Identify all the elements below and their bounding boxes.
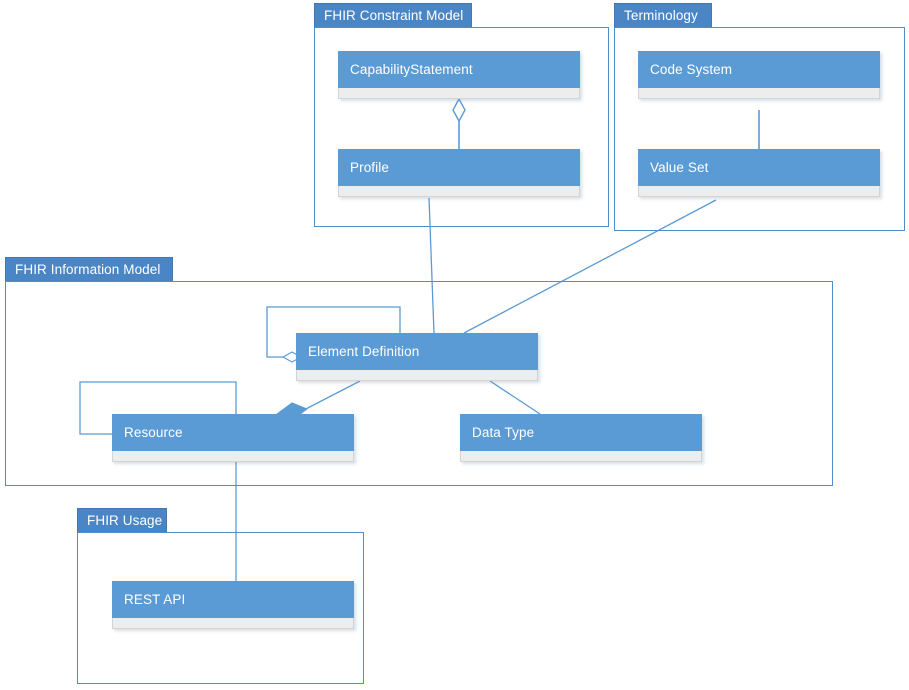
package-fhir-constraint-model[interactable]: FHIR Constraint Model — [314, 3, 609, 227]
class-rest-api[interactable]: REST API — [112, 581, 354, 629]
class-name-label: Value Set — [638, 149, 880, 186]
package-body — [77, 532, 364, 684]
package-fhir-information-model[interactable]: FHIR Information Model — [5, 257, 833, 486]
class-code-system[interactable]: Code System — [638, 51, 880, 99]
class-attributes-compartment — [112, 451, 354, 462]
class-attributes-compartment — [296, 370, 538, 381]
package-body — [5, 281, 833, 486]
package-tab-label: Terminology — [614, 3, 712, 28]
class-name-label: REST API — [112, 581, 354, 618]
class-capability-statement[interactable]: CapabilityStatement — [338, 51, 580, 99]
class-attributes-compartment — [112, 618, 354, 629]
class-attributes-compartment — [638, 88, 880, 99]
class-attributes-compartment — [638, 186, 880, 197]
package-fhir-usage[interactable]: FHIR Usage — [77, 508, 364, 684]
package-terminology[interactable]: Terminology — [614, 3, 905, 231]
class-attributes-compartment — [460, 451, 702, 462]
class-attributes-compartment — [338, 186, 580, 197]
class-element-definition[interactable]: Element Definition — [296, 333, 538, 381]
class-resource[interactable]: Resource — [112, 414, 354, 462]
class-name-label: Element Definition — [296, 333, 538, 370]
class-name-label: Profile — [338, 149, 580, 186]
class-attributes-compartment — [338, 88, 580, 99]
package-tab-label: FHIR Constraint Model — [314, 3, 472, 28]
package-tab-label: FHIR Usage — [77, 508, 167, 533]
class-name-label: Resource — [112, 414, 354, 451]
class-name-label: Code System — [638, 51, 880, 88]
package-body — [614, 27, 905, 231]
class-profile[interactable]: Profile — [338, 149, 580, 197]
package-body — [314, 27, 609, 227]
package-tab-label: FHIR Information Model — [5, 257, 173, 282]
class-value-set[interactable]: Value Set — [638, 149, 880, 197]
class-name-label: CapabilityStatement — [338, 51, 580, 88]
class-name-label: Data Type — [460, 414, 702, 451]
class-data-type[interactable]: Data Type — [460, 414, 702, 462]
